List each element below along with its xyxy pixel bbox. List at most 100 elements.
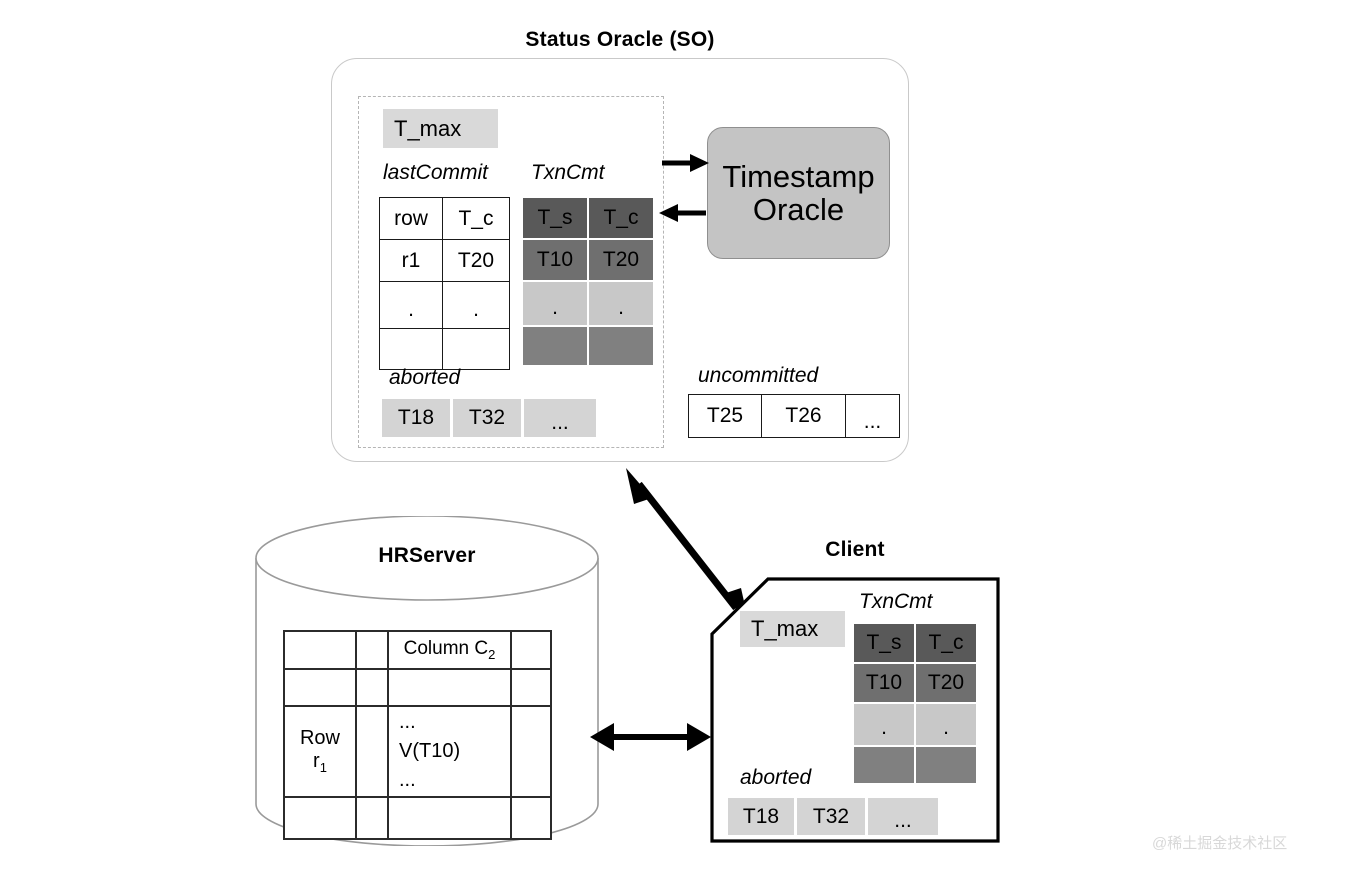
hrserver-column-header-text: Column C	[403, 638, 489, 660]
cell	[512, 798, 550, 838]
cell: T25	[688, 394, 762, 438]
hrserver-cell-line1: ...	[399, 711, 416, 733]
cell: ...	[868, 798, 938, 835]
table-row: T10 T20	[523, 240, 653, 280]
table-row: . .	[854, 704, 976, 745]
cell	[589, 327, 653, 365]
cell	[854, 747, 914, 783]
so-aborted-table: T18 T32 ...	[379, 396, 599, 440]
cell	[357, 798, 387, 838]
cell: T32	[453, 399, 521, 437]
status-oracle-title: Status Oracle (SO)	[525, 28, 715, 51]
cell	[357, 632, 387, 668]
cell: .	[379, 281, 443, 329]
client-title: Client	[825, 538, 885, 561]
so-aborted-caption: aborted	[389, 366, 461, 389]
table-row	[523, 327, 653, 365]
cell: ...	[845, 394, 900, 438]
table-row: T10 T20	[854, 664, 976, 702]
table-row: T18 T32 ...	[728, 798, 938, 835]
so-t-max-label: T_max	[394, 115, 462, 141]
cell: .	[916, 704, 976, 745]
client-txn-cmt-table: T_s T_c T10 T20 . .	[852, 622, 978, 785]
client-aborted-table: T18 T32 ...	[725, 795, 941, 838]
table-row	[379, 328, 510, 370]
cell: T18	[382, 399, 450, 437]
cell: T_c	[916, 624, 976, 662]
timestamp-to-so-arrow-icon	[659, 204, 706, 222]
table-row: T18 T32 ...	[382, 399, 596, 437]
hrserver-column-header-sub: 2	[488, 646, 496, 662]
cell: T20	[916, 664, 976, 702]
cell: ...	[524, 399, 596, 437]
cell: T_c	[589, 198, 653, 238]
cell	[285, 670, 355, 705]
last-commit-caption: lastCommit	[383, 161, 489, 184]
table-row: T_s T_c	[523, 198, 653, 238]
cell	[389, 798, 510, 838]
last-commit-table: row T_c r1 T20 . .	[379, 197, 510, 370]
table-row: T_s T_c	[854, 624, 976, 662]
cell: T26	[761, 394, 846, 438]
table-row: Column C2	[285, 632, 550, 668]
cell	[512, 670, 550, 705]
cell	[512, 632, 550, 668]
cell	[442, 328, 510, 370]
table-row	[285, 798, 550, 838]
cell	[285, 632, 355, 668]
cell: .	[589, 282, 653, 325]
cell: T_s	[523, 198, 587, 238]
client-txn-cmt-caption: TxnCmt	[859, 590, 933, 613]
hrserver-client-double-arrow-icon	[590, 723, 711, 751]
hrserver-row-label-text: Row	[299, 727, 340, 750]
hrserver-title: HRServer	[378, 544, 476, 567]
client-aborted-caption: aborted	[740, 766, 812, 789]
hrserver-cell-line3: ...	[399, 769, 416, 791]
cell: T32	[797, 798, 865, 835]
table-row	[854, 747, 976, 783]
table-row: r1 T20	[379, 239, 510, 282]
so-to-timestamp-arrow-icon	[662, 154, 709, 172]
client-t-max-label: T_max	[751, 616, 819, 641]
table-row	[285, 670, 550, 705]
cell: .	[523, 282, 587, 325]
hrserver-row-label-sub: 1	[319, 760, 327, 776]
table-row: T25 T26 ...	[688, 394, 900, 438]
cell: T10	[854, 664, 914, 702]
cell: T_c	[442, 197, 510, 240]
cell: r1	[379, 239, 443, 282]
cell	[389, 670, 510, 705]
cell	[512, 707, 550, 796]
so-t-max-chip: T_max	[383, 109, 498, 148]
cell: T10	[523, 240, 587, 280]
so-txn-cmt-table: T_s T_c T10 T20 . .	[521, 196, 655, 367]
timestamp-oracle-line2: Oracle	[752, 192, 845, 227]
hrserver-value-cell: ... V(T10)...	[389, 707, 510, 796]
cell	[357, 670, 387, 705]
so-uncommitted-caption: uncommitted	[698, 364, 819, 387]
table-row: . .	[523, 282, 653, 325]
cell	[285, 798, 355, 838]
client-t-max-chip: T_max	[740, 611, 845, 647]
cell: T_s	[854, 624, 914, 662]
hrserver-cell-line2: V(T10)	[399, 740, 461, 762]
hrserver-column-header: Column C2	[389, 632, 510, 668]
txn-cmt-caption: TxnCmt	[531, 161, 605, 184]
timestamp-oracle-line1: Timestamp	[722, 158, 875, 194]
cell: T20	[589, 240, 653, 280]
watermark: @稀土掘金技术社区	[1152, 835, 1288, 852]
hrserver-row-label-id: r	[313, 750, 320, 773]
status-oracle-dashed-region	[358, 96, 664, 448]
cell: .	[854, 704, 914, 745]
cell	[916, 747, 976, 783]
table-row: row T_c	[379, 197, 510, 240]
cell: T18	[728, 798, 794, 835]
so-uncommitted-table: T25 T26 ...	[688, 394, 900, 438]
table-row: . .	[379, 281, 510, 329]
